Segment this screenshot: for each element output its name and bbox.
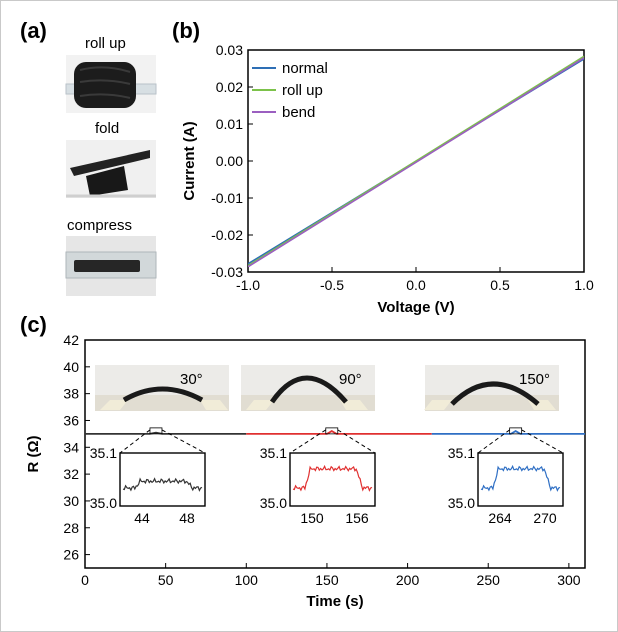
y-tick-label: -0.01 <box>211 190 243 206</box>
y-tick-label: 40 <box>63 359 79 375</box>
y-tick-label: 26 <box>63 547 79 563</box>
bend-photo-90 <box>241 365 375 411</box>
x-tick-label: 150 <box>315 572 339 588</box>
inset-y-tick: 35.0 <box>448 495 475 511</box>
series-line <box>85 431 247 435</box>
x-axis-title: Voltage (V) <box>377 299 454 316</box>
zoom-marker <box>325 427 339 435</box>
x-tick-label: 100 <box>235 572 259 588</box>
x-tick-label: 1.0 <box>574 277 594 293</box>
inset-signal <box>292 464 373 492</box>
y-tick-label: 38 <box>63 386 79 402</box>
zoom-connector <box>521 429 564 454</box>
x-tick-label: -0.5 <box>320 277 344 293</box>
panel-label-b: (b) <box>172 18 200 43</box>
photo-label-compress: compress <box>67 217 132 234</box>
panel-label-c: (c) <box>20 312 47 337</box>
photo-label-fold: fold <box>95 120 119 137</box>
angle-label-150: 150° <box>519 371 550 388</box>
inset-x-tick: 44 <box>134 510 150 526</box>
inset-y-tick: 35.1 <box>260 445 287 461</box>
inset-y-tick: 35.0 <box>90 495 117 511</box>
y-tick-label: 30 <box>63 493 79 509</box>
zoom-connector <box>119 429 151 454</box>
inset-x-tick: 48 <box>179 510 195 526</box>
x-tick-label: 0.0 <box>406 277 426 293</box>
y-tick-label: 32 <box>63 466 79 482</box>
y-tick-label: 28 <box>63 520 79 536</box>
inset-frame <box>119 452 206 507</box>
x-tick-label: 200 <box>396 572 420 588</box>
series-line <box>248 57 584 268</box>
photo-compress <box>65 236 157 296</box>
x-axis-title: Time (s) <box>306 593 363 610</box>
zoom-connector <box>289 429 327 454</box>
inset-x-tick: 270 <box>533 510 557 526</box>
inset-frame <box>289 452 376 507</box>
inset-signal <box>122 477 203 492</box>
y-tick-label: 36 <box>63 412 79 428</box>
series-line <box>248 55 584 267</box>
panel-label-a: (a) <box>20 18 47 43</box>
photo-label-rollup: roll up <box>85 35 126 52</box>
inset-x-tick: 264 <box>488 510 512 526</box>
y-tick-label: 0.03 <box>216 42 243 58</box>
series-line <box>431 430 585 435</box>
angle-label-90: 90° <box>339 371 362 388</box>
y-tick-label: 34 <box>63 439 79 455</box>
zoom-connector <box>337 429 376 454</box>
legend-label: normal <box>282 60 328 77</box>
y-tick-label: 0.02 <box>216 79 243 95</box>
angle-label-30: 30° <box>180 371 203 388</box>
zoom-marker <box>149 427 163 435</box>
y-tick-label: 0.01 <box>216 116 243 132</box>
plot-frame <box>84 339 586 569</box>
y-axis-title: R (Ω) <box>25 435 42 472</box>
inset-x-tick: 150 <box>300 510 324 526</box>
inset-y-tick: 35.1 <box>448 445 475 461</box>
series-line <box>246 430 432 435</box>
photo-rollup <box>65 55 157 113</box>
legend-label: bend <box>282 104 315 121</box>
photo-fold <box>66 140 156 198</box>
y-tick-label: 42 <box>63 332 79 348</box>
bend-photo-150 <box>424 365 559 411</box>
resistance-chart: 0 50 100 150 200 250 300 42 40 38 36 34 32 30 28 26Time… <box>25 332 586 610</box>
y-tick-label: -0.02 <box>211 227 243 243</box>
x-tick-label: -1.0 <box>236 277 260 293</box>
inset-y-tick: 35.1 <box>90 445 117 461</box>
x-tick-label: 0.5 <box>490 277 510 293</box>
x-tick-label: 300 <box>557 572 581 588</box>
inset-signal <box>480 464 561 492</box>
zoom-marker <box>509 427 523 435</box>
bend-photo-30 <box>95 365 229 411</box>
zoom-connector <box>161 429 206 454</box>
y-tick-label: 0.00 <box>216 153 243 169</box>
legend-label: roll up <box>282 82 323 99</box>
inset-y-tick: 35.0 <box>260 495 287 511</box>
y-axis-title: Current (A) <box>181 121 198 200</box>
x-tick-label: 0 <box>81 572 89 588</box>
inset-x-tick: 156 <box>345 510 369 526</box>
x-tick-label: 250 <box>477 572 501 588</box>
y-tick-label: -0.03 <box>211 264 243 280</box>
inset-frame <box>477 452 564 507</box>
x-tick-label: 50 <box>158 572 174 588</box>
iv-chart: -1.0 -0.5 0.0 0.5 1.0 0.03 0.02 0.01 0.00 -0.01 -0… <box>181 42 594 316</box>
